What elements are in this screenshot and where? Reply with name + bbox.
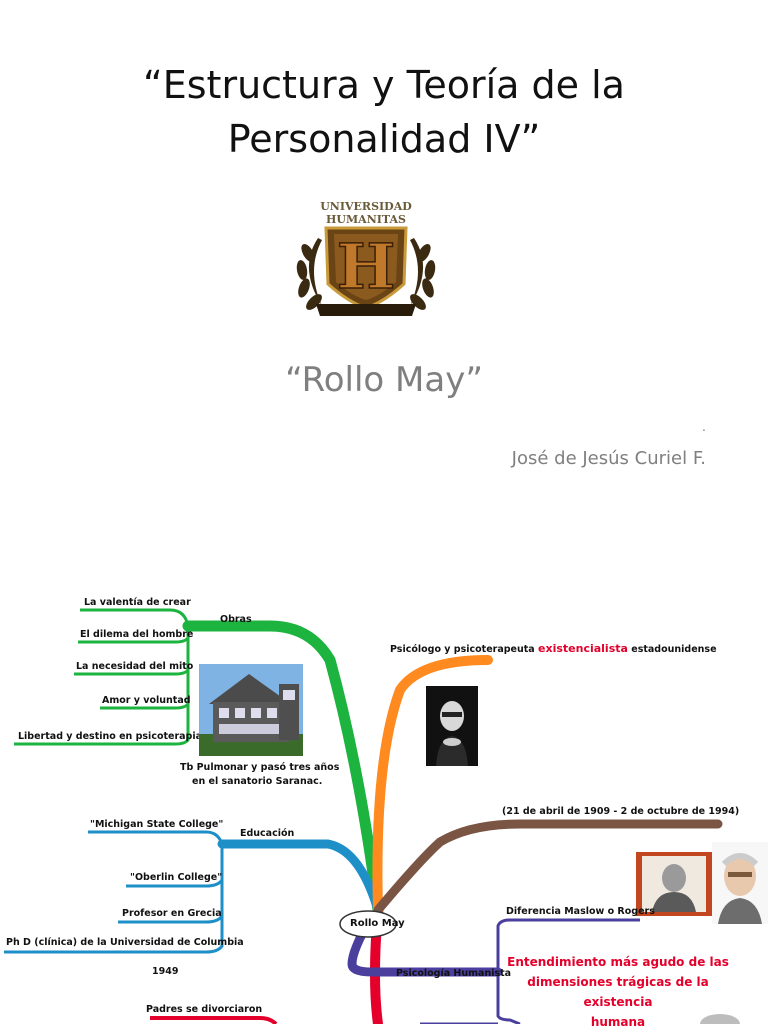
portrait-photo-3 <box>712 842 768 924</box>
dot-mark: . <box>702 418 706 434</box>
mind-map-branches <box>4 608 723 1024</box>
descripcion-text: Psicólogo y psicoterapeuta existencialis… <box>390 642 717 655</box>
obra-2: El dilema del hombre <box>80 629 194 640</box>
presentation-title: “Estructura y Teoría de la Personalidad … <box>0 58 768 166</box>
entendimiento-block: Entendimiento más agudo de las dimension… <box>500 952 736 1032</box>
descripcion-highlight: existencialista <box>538 642 628 655</box>
house-caption-1: Tb Pulmonar y pasó tres años <box>180 762 340 773</box>
descripcion-suffix: estadounidense <box>631 644 717 655</box>
obra-1: La valentía de crear <box>84 597 191 608</box>
obra-5: Libertad y destino en psicoterapia <box>18 731 203 742</box>
descripcion-prefix: Psicólogo y psicoterapeuta <box>390 644 535 655</box>
branch-fechas <box>373 819 723 915</box>
title-line-2: Personalidad IV” <box>227 117 541 161</box>
obras-label: Obras <box>220 614 252 625</box>
branch-obras <box>182 620 384 916</box>
humanista-label: Psicología Humanista <box>396 968 512 979</box>
logo-letter: H <box>337 230 396 303</box>
logo-text-2: HUMANITAS <box>326 213 406 226</box>
entendimiento-line-2: dimensiones trágicas de la existencia <box>527 975 709 1009</box>
logo-text-1: UNIVERSIDAD <box>320 200 412 213</box>
university-logo: H UNIVERSIDAD HUMANITAS <box>296 200 436 316</box>
educacion-3: Profesor en Grecia <box>122 908 222 919</box>
author-name: José de Jesús Curiel F. <box>511 448 706 469</box>
center-label: Rollo May <box>350 918 405 929</box>
fechas-label: (21 de abril de 1909 - 2 de octubre de 1… <box>502 806 740 817</box>
title-slide: “Estructura y Teoría de la Personalidad … <box>0 58 768 469</box>
branch-descripcion <box>372 655 493 915</box>
portrait-photo-4-partial <box>692 1010 748 1024</box>
educacion-1: "Michigan State College" <box>90 819 224 830</box>
entendimiento-line-1: Entendimiento más agudo de las <box>507 955 729 969</box>
branch-educacion <box>217 839 383 915</box>
presentation-subtitle: “Rollo May” <box>285 360 483 400</box>
portrait-photo-1 <box>426 686 478 766</box>
center-node <box>339 910 397 938</box>
house-photo <box>199 664 303 756</box>
portrait-photo-2 <box>636 852 712 916</box>
house-caption-2: en el sanatorio Saranac. <box>192 776 323 787</box>
educacion-4: Ph D (clínica) de la Universidad de Colu… <box>6 937 244 948</box>
diferencia-label: Diferencia Maslow o Rogers <box>506 906 655 917</box>
title-line-1: “Estructura y Teoría de la <box>143 63 625 107</box>
obra-3: La necesidad del mito <box>76 661 194 672</box>
padres-label: Padres se divorciaron <box>146 1004 263 1015</box>
mind-map: Rollo May Obras La valentía de crear El … <box>0 580 768 1029</box>
educacion-label: Educación <box>240 828 295 839</box>
obra-4: Amor y voluntad <box>102 695 191 706</box>
educacion-2: "Oberlin College" <box>130 872 223 883</box>
educacion-year: 1949 <box>152 966 179 977</box>
